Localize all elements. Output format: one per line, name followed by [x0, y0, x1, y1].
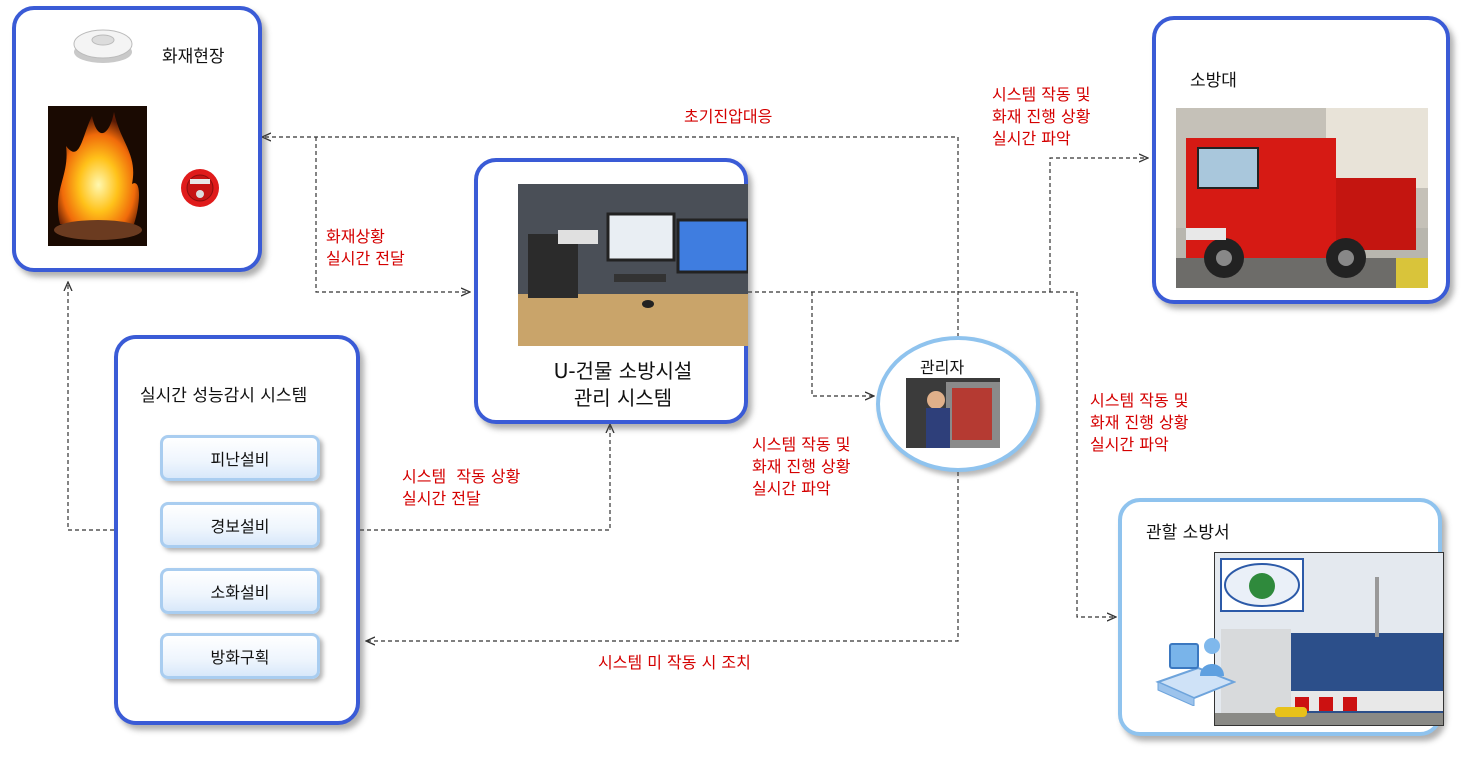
extinguishing-equipment-item: 소화설비 [160, 568, 320, 614]
system-status-relay-line-1: 시스템 작동 상황 [402, 467, 521, 486]
edge-fire-status-relay [315, 137, 470, 292]
evacuation-equipment-item: 피난설비 [160, 435, 320, 481]
fire-compartment-item: 방화구획 [160, 633, 320, 679]
fire-scene-box: 화재현장 [12, 6, 262, 272]
fire-status-relay-line-2: 실시간 전달 [326, 249, 405, 268]
fire-alarm-button-icon [180, 168, 220, 208]
edge-monitoring-to-fire [68, 282, 114, 531]
system-status-relay-line-2: 실시간 전달 [402, 489, 481, 508]
edge-to-manager [811, 292, 874, 396]
edge-failure-action [366, 472, 959, 641]
brigade-monitoring-line-3: 실시간 파악 [992, 129, 1071, 148]
manager-label: 관리자 [920, 358, 965, 377]
brigade-monitoring-label: 시스템 작동 및 화재 진행 상황 실시간 파악 [992, 84, 1091, 150]
fire-status-relay-label: 화재상황 실시간 전달 [326, 226, 405, 270]
monitoring-system-box: 실시간 성능감시 시스템 피난설비 경보설비 소화설비 방화구획 [114, 335, 360, 725]
brigade-monitoring-line-2: 화재 진행 상황 [992, 107, 1091, 126]
management-system-label-1: U-건물 소방시설 [553, 359, 693, 383]
control-room-computer-icon [518, 184, 748, 346]
fire-truck-icon [1176, 108, 1428, 288]
system-status-relay-label: 시스템 작동 상황 실시간 전달 [402, 466, 520, 510]
fire-flame-icon [48, 106, 147, 246]
manager-node: 관리자 [876, 336, 1040, 472]
station-monitoring-line-3: 실시간 파악 [1090, 435, 1169, 454]
manager-monitoring-line-1: 시스템 작동 및 [752, 435, 851, 454]
fire-brigade-box: 소방대 [1152, 16, 1450, 304]
station-monitoring-line-2: 화재 진행 상황 [1090, 413, 1189, 432]
station-monitoring-line-1: 시스템 작동 및 [1090, 391, 1189, 410]
management-system-label-2: 관리 시스템 [573, 386, 673, 410]
manager-monitoring-line-2: 화재 진행 상황 [752, 457, 851, 476]
edge-to-station [1076, 292, 1116, 617]
edge-to-brigade [1049, 158, 1148, 292]
smoke-detector-icon [72, 22, 134, 66]
station-monitoring-label: 시스템 작동 및 화재 진행 상황 실시간 파악 [1090, 390, 1189, 456]
fire-station-box: 관할 소방서 [1118, 498, 1444, 736]
alarm-equipment-item: 경보설비 [160, 502, 320, 548]
fire-station-building-icon [1214, 552, 1444, 726]
computer-user-icon [1154, 630, 1237, 707]
fire-status-relay-line-1: 화재상황 [326, 227, 385, 246]
fire-station-label: 관할 소방서 [1146, 523, 1230, 543]
fire-scene-label: 화재현장 [162, 47, 225, 67]
monitoring-system-label: 실시간 성능감시 시스템 [140, 386, 308, 406]
brigade-monitoring-line-1: 시스템 작동 및 [992, 85, 1091, 104]
manager-photo-icon [906, 378, 1000, 448]
failure-action-label: 시스템 미 작동 시 조치 [598, 653, 751, 672]
management-system-box: U-건물 소방시설 관리 시스템 [474, 158, 748, 424]
fire-brigade-label: 소방대 [1190, 71, 1237, 91]
manager-monitoring-line-3: 실시간 파악 [752, 479, 831, 498]
manager-monitoring-label: 시스템 작동 및 화재 진행 상황 실시간 파악 [752, 434, 851, 500]
edge-initial-suppression [262, 137, 959, 372]
initial-suppression-label: 초기진압대응 [684, 107, 773, 126]
